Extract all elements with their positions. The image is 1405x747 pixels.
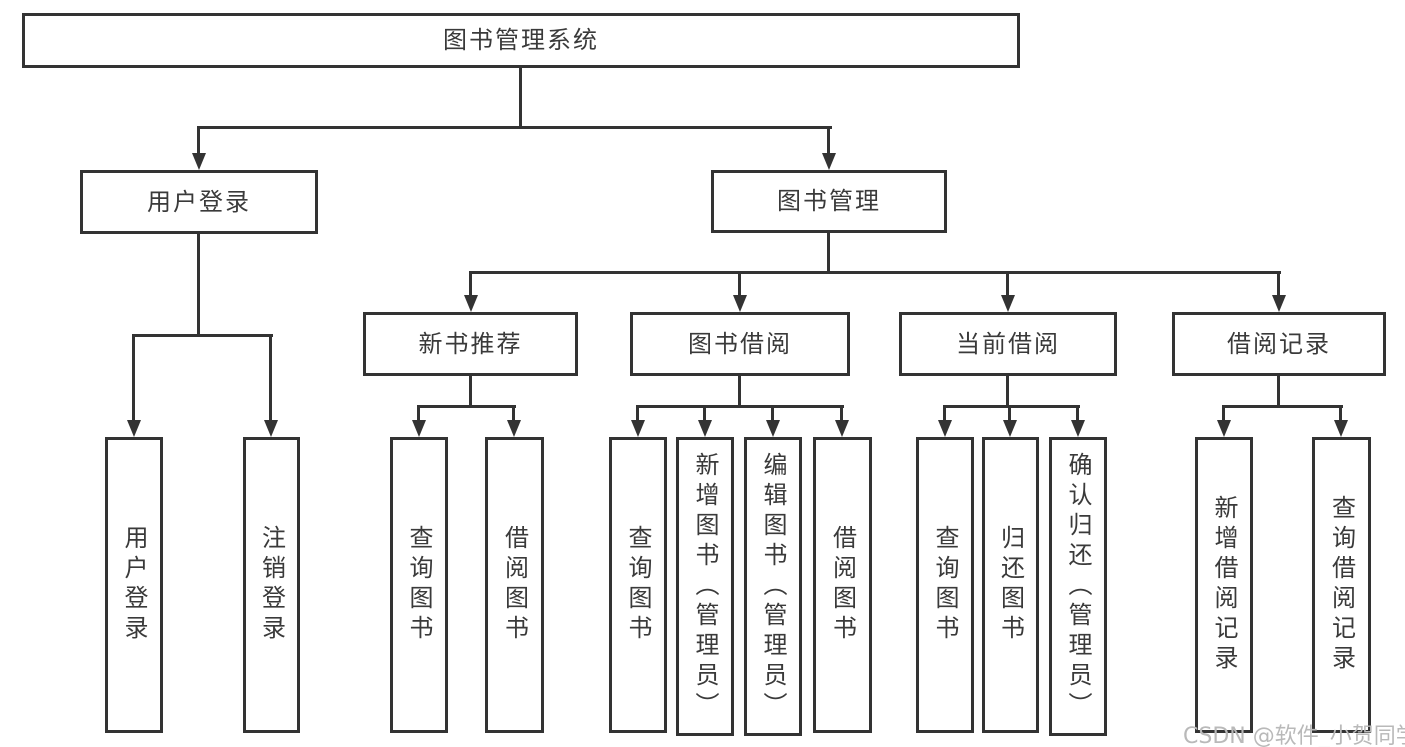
node-root-label: 图书管理系统	[443, 26, 599, 55]
connector-arrowhead	[192, 153, 206, 170]
connector-arrowhead	[464, 295, 478, 312]
node-user-login-label: 用户登录	[147, 187, 251, 216]
connector-arrowhead	[835, 420, 849, 437]
node-return-books: 归还图书	[982, 437, 1039, 733]
node-add-borrow-record: 新增借阅记录	[1195, 437, 1253, 733]
connector-line	[417, 405, 420, 422]
node-add-books-admin-label: 新增图书（管理员）	[691, 451, 719, 722]
connector-line	[197, 234, 200, 337]
connector-line	[827, 233, 830, 274]
connector-line	[1006, 376, 1009, 408]
node-new-book-recommend: 新书推荐	[363, 312, 578, 376]
connector-arrowhead	[766, 420, 780, 437]
connector-arrowhead	[1003, 420, 1017, 437]
node-confirm-return-admin-label: 确认归还（管理员）	[1064, 451, 1092, 722]
connector-arrowhead	[127, 420, 141, 437]
connector-line	[1076, 405, 1079, 422]
csdn-watermark: CSDN @软件_小贺同学	[1183, 724, 1405, 747]
connector-arrowhead	[1272, 295, 1286, 312]
node-query-books-recommend-label: 查询图书	[405, 525, 433, 645]
node-borrow-books-recommend: 借阅图书	[485, 437, 544, 733]
node-current-borrowing: 当前借阅	[899, 312, 1117, 376]
connector-arrowhead	[1217, 420, 1231, 437]
node-book-management: 图书管理	[711, 170, 947, 233]
connector-line	[133, 334, 273, 337]
connector-line	[840, 405, 843, 422]
node-return-books-label: 归还图书	[996, 525, 1025, 645]
connector-line	[519, 68, 522, 128]
node-book-borrowing: 图书借阅	[630, 312, 850, 376]
connector-arrowhead	[822, 153, 836, 170]
connector-arrowhead	[1334, 420, 1348, 437]
connector-line	[198, 126, 832, 129]
node-user-login-leaf: 用户登录	[105, 437, 163, 733]
node-logout-leaf: 注销登录	[243, 437, 300, 733]
connector-arrowhead	[733, 295, 747, 312]
connector-line	[1222, 405, 1225, 422]
connector-line	[469, 376, 472, 408]
connector-line	[637, 405, 844, 408]
node-borrowing-records-label: 借阅记录	[1227, 329, 1331, 358]
connector-line	[269, 334, 272, 422]
connector-arrowhead	[698, 420, 712, 437]
connector-line	[132, 334, 135, 422]
node-query-books-borrowing-label: 查询图书	[624, 525, 652, 645]
connector-arrowhead	[1001, 295, 1015, 312]
connector-arrowhead	[412, 420, 426, 437]
connector-line	[1008, 405, 1011, 422]
connector-arrowhead	[507, 420, 521, 437]
node-query-books-current-label: 查询图书	[931, 525, 959, 645]
connector-line	[1339, 405, 1342, 422]
node-query-books-borrowing: 查询图书	[609, 437, 667, 733]
node-add-borrow-record-label: 新增借阅记录	[1210, 495, 1238, 675]
node-borrowing-records: 借阅记录	[1172, 312, 1386, 376]
connector-arrowhead	[1071, 420, 1085, 437]
connector-arrowhead	[631, 420, 645, 437]
connector-line	[636, 405, 639, 422]
node-new-book-recommend-label: 新书推荐	[418, 329, 523, 358]
node-edit-books-admin-label: 编辑图书（管理员）	[759, 451, 787, 722]
node-query-borrow-record-label: 查询借阅记录	[1327, 495, 1356, 675]
connector-line	[703, 405, 706, 422]
connector-line	[943, 405, 946, 422]
node-query-borrow-record: 查询借阅记录	[1312, 437, 1371, 733]
connector-line	[738, 271, 741, 299]
connector-arrowhead	[938, 420, 952, 437]
node-query-books-recommend: 查询图书	[390, 437, 448, 733]
node-logout-leaf-label: 注销登录	[257, 525, 286, 645]
node-query-books-current: 查询图书	[916, 437, 974, 733]
node-current-borrowing-label: 当前借阅	[956, 329, 1060, 358]
node-edit-books-admin: 编辑图书（管理员）	[744, 437, 802, 736]
node-confirm-return-admin: 确认归还（管理员）	[1049, 437, 1107, 736]
connector-line	[1277, 271, 1280, 299]
connector-line	[1006, 271, 1009, 299]
connector-line	[1277, 376, 1280, 408]
connector-line	[944, 405, 1080, 408]
node-user-login: 用户登录	[80, 170, 318, 234]
connector-line	[1223, 405, 1343, 408]
connector-line	[469, 271, 472, 299]
node-book-management-label: 图书管理	[777, 187, 881, 216]
node-borrow-books-recommend-label: 借阅图书	[500, 525, 529, 645]
node-root: 图书管理系统	[22, 13, 1020, 68]
node-borrow-books-borrowing: 借阅图书	[813, 437, 872, 733]
connector-line	[470, 271, 1281, 274]
connector-line	[771, 405, 774, 422]
connector-line	[418, 405, 516, 408]
connector-arrowhead	[264, 420, 278, 437]
connector-line	[738, 376, 741, 408]
connector-line	[512, 405, 515, 422]
connector-line	[197, 126, 200, 156]
node-user-login-leaf-label: 用户登录	[120, 525, 148, 645]
node-borrow-books-borrowing-label: 借阅图书	[828, 525, 857, 645]
node-book-borrowing-label: 图书借阅	[688, 329, 792, 358]
connector-line	[827, 126, 830, 156]
node-add-books-admin: 新增图书（管理员）	[676, 437, 734, 736]
